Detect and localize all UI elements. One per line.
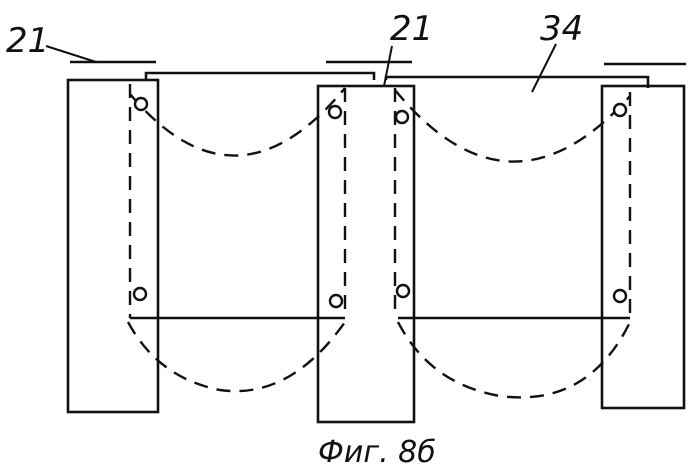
chain-loop-upper-right [395,90,630,162]
post-center [318,86,414,422]
pin-hole [329,106,341,118]
leader-line-21-left [46,46,96,62]
pin-hole [397,285,409,297]
pin-hole [614,104,626,116]
pin-hole [134,288,146,300]
pin-hole [135,98,147,110]
label-21-left: 21 [6,21,49,61]
pin-hole [330,295,342,307]
chain-loop-upper-left [130,88,345,156]
chain-loop-lower-left [128,322,345,391]
top-bar-left [146,73,374,80]
label-34: 34 [540,9,583,49]
figure-caption: Фиг. 8б [318,435,436,470]
post-left [68,80,158,412]
pin-hole [614,290,626,302]
leader-line-34 [532,44,556,92]
pin-hole [396,111,408,123]
label-21-center: 21 [390,9,433,49]
post-right [602,86,684,408]
chain-loop-lower-right [398,318,632,397]
